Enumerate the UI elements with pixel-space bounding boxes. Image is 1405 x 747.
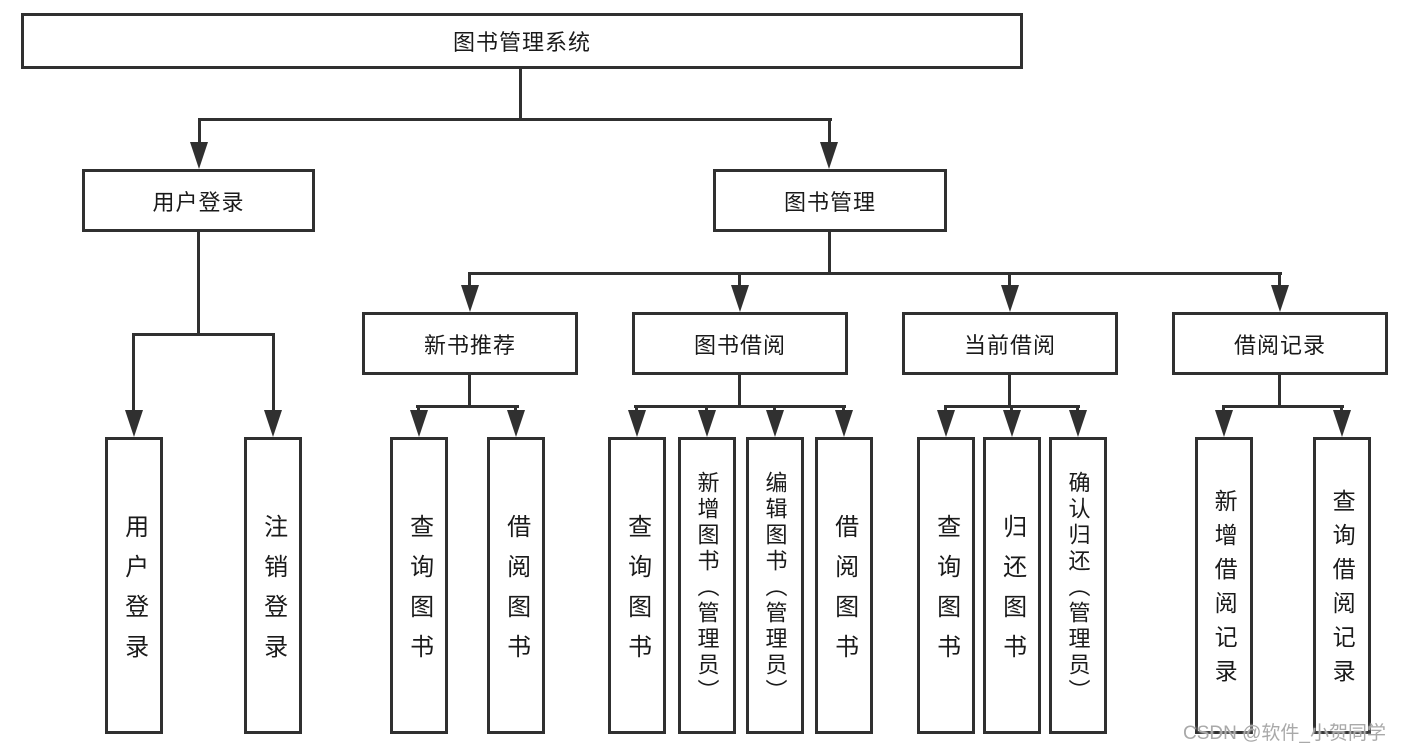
arrow-down-icon xyxy=(698,410,716,437)
connector-book-mgmt-stem xyxy=(828,232,831,275)
connector-drop xyxy=(1278,272,1281,290)
leaf-confirm-return-admin: 确认归还（管理员） xyxy=(1049,437,1107,734)
leaf-label: 查询图书 xyxy=(405,513,433,674)
node-new-book-recommendation: 新书推荐 xyxy=(362,312,578,375)
arrow-down-icon xyxy=(461,285,479,312)
connector-drop xyxy=(1008,272,1011,290)
node-label: 图书借阅 xyxy=(693,332,786,358)
leaf-query-books: 查询图书 xyxy=(608,437,666,734)
leaf-add-borrow-record: 新增借阅记录 xyxy=(1195,437,1253,734)
arrow-down-icon xyxy=(937,410,955,437)
connector-user-login-stem xyxy=(197,232,200,336)
node-book-borrowing: 图书借阅 xyxy=(632,312,848,375)
arrow-down-icon xyxy=(835,410,853,437)
leaf-label: 用户登录 xyxy=(120,513,148,674)
connector-branch xyxy=(416,405,519,408)
connector-root-stem xyxy=(519,66,522,118)
leaf-label: 查询图书 xyxy=(932,513,960,674)
arrow-down-icon xyxy=(190,142,208,169)
connector-drop xyxy=(514,405,517,413)
watermark: CSDN @软件_小贺同学 xyxy=(1183,723,1386,744)
connector-drop xyxy=(468,272,471,290)
leaf-borrow-books: 借阅图书 xyxy=(487,437,545,734)
node-library-management-system: 图书管理系统 xyxy=(21,13,1023,69)
connector-branch xyxy=(1222,405,1344,408)
node-current-borrowing: 当前借阅 xyxy=(902,312,1118,375)
leaf-label: 查询借阅记录 xyxy=(1329,489,1356,693)
connector-drop xyxy=(635,405,638,413)
arrow-down-icon xyxy=(507,410,525,437)
connector-drop xyxy=(1010,405,1013,413)
connector-level1-branch xyxy=(198,118,832,121)
connector-user-login-branch xyxy=(132,333,275,336)
node-label: 用户登录 xyxy=(152,189,245,215)
leaf-query-books: 查询图书 xyxy=(917,437,975,734)
connector-drop xyxy=(705,405,708,413)
arrow-down-icon xyxy=(628,410,646,437)
connector-drop xyxy=(1222,405,1225,413)
leaf-label: 借阅图书 xyxy=(830,513,858,674)
arrow-down-icon xyxy=(731,285,749,312)
connector-stem xyxy=(1278,375,1281,408)
leaf-label: 归还图书 xyxy=(998,513,1026,674)
arrow-down-icon xyxy=(820,142,838,169)
connector-stem xyxy=(468,375,471,408)
node-label: 图书管理 xyxy=(783,189,876,215)
connector-drop xyxy=(773,405,776,413)
leaf-label: 借阅图书 xyxy=(502,513,530,674)
leaf-label: 编辑图书（管理员） xyxy=(762,470,788,705)
connector-drop xyxy=(272,333,275,413)
leaf-query-borrow-record: 查询借阅记录 xyxy=(1313,437,1371,734)
leaf-label: 新增图书（管理员） xyxy=(694,470,720,705)
arrow-down-icon xyxy=(1333,410,1351,437)
node-book-management: 图书管理 xyxy=(713,169,947,232)
leaf-query-books: 查询图书 xyxy=(390,437,448,734)
arrow-down-icon xyxy=(1069,410,1087,437)
connector-level3-branch xyxy=(468,272,1282,275)
arrow-down-icon xyxy=(766,410,784,437)
leaf-logout: 注销登录 xyxy=(244,437,302,734)
arrow-down-icon xyxy=(1215,410,1233,437)
leaf-borrow-books: 借阅图书 xyxy=(815,437,873,734)
connector-drop xyxy=(944,405,947,413)
connector-drop xyxy=(1340,405,1343,413)
connector-stem xyxy=(738,375,741,408)
leaf-edit-books-admin: 编辑图书（管理员） xyxy=(746,437,804,734)
arrow-down-icon xyxy=(1271,285,1289,312)
connector-book-mgmt-drop xyxy=(828,118,831,146)
node-borrowing-records: 借阅记录 xyxy=(1172,312,1388,375)
connector-drop xyxy=(738,272,741,290)
arrow-down-icon xyxy=(264,410,282,437)
leaf-return-books: 归还图书 xyxy=(983,437,1041,734)
connector-user-login-drop xyxy=(198,118,201,146)
connector-branch xyxy=(634,405,846,408)
arrow-down-icon xyxy=(410,410,428,437)
node-label: 当前借阅 xyxy=(963,332,1056,358)
node-label: 新书推荐 xyxy=(423,332,516,358)
leaf-label: 新增借阅记录 xyxy=(1211,489,1238,693)
node-user-login: 用户登录 xyxy=(82,169,315,232)
leaf-add-books-admin: 新增图书（管理员） xyxy=(678,437,736,734)
connector-stem xyxy=(1008,375,1011,408)
node-label: 图书管理系统 xyxy=(452,30,591,55)
connector-drop xyxy=(132,333,135,413)
leaf-label: 注销登录 xyxy=(259,513,287,674)
arrow-down-icon xyxy=(1003,410,1021,437)
connector-drop xyxy=(417,405,420,413)
node-label: 借阅记录 xyxy=(1233,332,1326,358)
leaf-label: 确认归还（管理员） xyxy=(1065,470,1091,705)
connector-drop xyxy=(842,405,845,413)
connector-drop xyxy=(1076,405,1079,413)
leaf-user-login: 用户登录 xyxy=(105,437,163,734)
leaf-label: 查询图书 xyxy=(623,513,651,674)
arrow-down-icon xyxy=(1001,285,1019,312)
arrow-down-icon xyxy=(125,410,143,437)
